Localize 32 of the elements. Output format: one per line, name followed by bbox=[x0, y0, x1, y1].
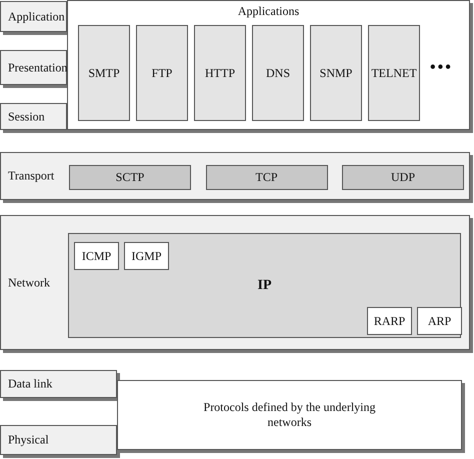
layer-band bbox=[0, 103, 67, 130]
layer-band bbox=[0, 370, 117, 398]
box-label: Protocols defined by the underlying networks bbox=[202, 400, 376, 430]
protocol-panel bbox=[67, 0, 470, 130]
layer-label: Transport bbox=[8, 168, 54, 184]
protocol-panel bbox=[68, 233, 461, 338]
protocol-box: IGMP bbox=[124, 242, 169, 270]
protocol-box: ICMP bbox=[74, 242, 119, 270]
box-label: IP bbox=[258, 278, 272, 294]
ellipsis-text: ••• bbox=[430, 59, 453, 77]
protocol-box: FTP bbox=[136, 25, 188, 121]
layer-label: Physical bbox=[8, 432, 49, 448]
layer-label: Data link bbox=[8, 376, 52, 392]
layer-label: Network bbox=[8, 275, 50, 290]
group-title: Applications bbox=[238, 4, 300, 19]
protocol-panel bbox=[117, 380, 462, 450]
protocol-box: TCP bbox=[206, 165, 328, 190]
protocol-box: ARP bbox=[417, 307, 462, 335]
layer-label: Application bbox=[8, 9, 65, 24]
protocol-box: SNMP bbox=[310, 25, 362, 121]
layer-label: Session bbox=[8, 109, 45, 124]
layer-band bbox=[0, 425, 117, 455]
protocol-box: RARP bbox=[367, 307, 412, 335]
protocol-box: SMTP bbox=[78, 25, 130, 121]
protocol-box: DNS bbox=[252, 25, 304, 121]
protocol-box: TELNET bbox=[368, 25, 420, 121]
layer-band bbox=[0, 215, 470, 350]
protocol-box: UDP bbox=[342, 165, 464, 190]
protocol-box: SCTP bbox=[69, 165, 191, 190]
layer-band bbox=[0, 152, 470, 200]
protocol-box: HTTP bbox=[194, 25, 246, 121]
layer-band bbox=[0, 1, 67, 32]
